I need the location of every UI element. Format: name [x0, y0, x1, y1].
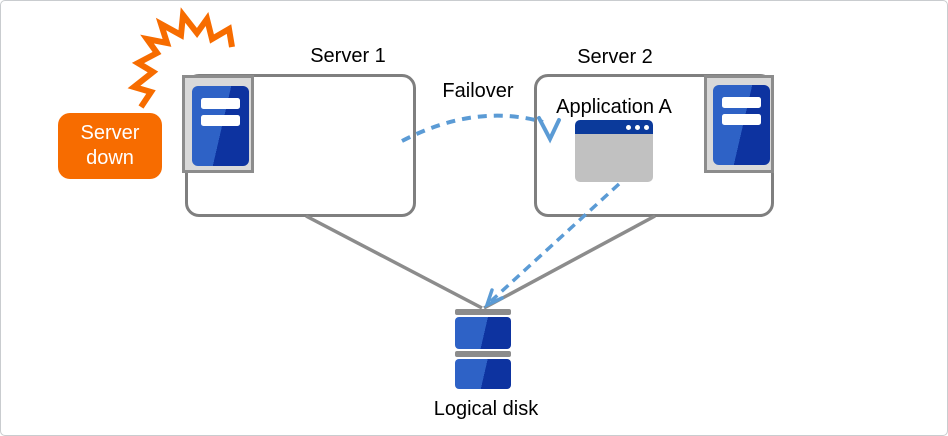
server-chassis — [192, 86, 249, 166]
server1-disk-connector-line — [305, 214, 483, 310]
window-dot-icon — [625, 124, 631, 130]
failover-arrow-curve — [401, 113, 544, 143]
server1-label: Server 1 — [310, 45, 386, 67]
disk-platter — [455, 359, 511, 389]
disk-cap — [455, 309, 511, 315]
server-chassis — [713, 85, 770, 165]
logical-disk-icon — [455, 309, 511, 389]
server2-disk-connector-line — [483, 214, 656, 310]
logical-disk-label: Logical disk — [433, 398, 539, 420]
disk-cap — [455, 351, 511, 357]
server-drive-slot — [722, 114, 761, 125]
failover-label: Failover — [442, 80, 514, 102]
application-window-titlebar — [575, 120, 653, 134]
application-window-icon — [575, 120, 653, 182]
server-down-badge: Server down — [58, 113, 162, 179]
disk-platter — [455, 317, 511, 349]
app-to-disk-arrowhead-icon — [484, 288, 504, 309]
server2-label: Server 2 — [577, 46, 653, 68]
application-window-body — [575, 134, 653, 182]
application-label: Application A — [556, 96, 672, 118]
server-drive-slot — [201, 98, 240, 109]
window-dot-icon — [644, 124, 649, 130]
server2-server-icon — [704, 75, 774, 173]
server-drive-slot — [201, 115, 240, 126]
server-drive-slot — [722, 97, 761, 108]
server1-server-icon — [182, 75, 254, 173]
window-dot-icon — [634, 124, 640, 130]
server-down-label: Server down — [80, 122, 140, 169]
